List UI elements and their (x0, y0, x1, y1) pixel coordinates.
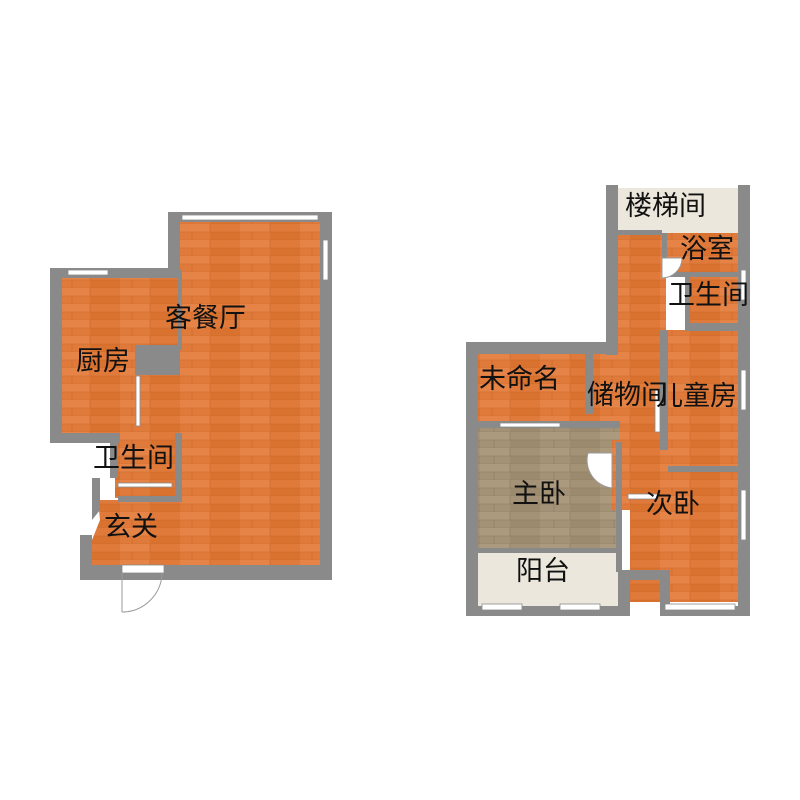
balcony-floor (478, 552, 618, 607)
label-balcony: 阳台 (516, 556, 570, 587)
entrance-door (121, 564, 165, 613)
living-dining-floor (180, 222, 320, 572)
bathroom-right-floor (685, 275, 738, 325)
stairwell-floor (618, 188, 738, 233)
left-unit (50, 212, 332, 613)
label-bath-room: 浴室 (680, 234, 734, 265)
label-storage: 储物间 (587, 380, 668, 411)
label-bathroom-right: 卫生间 (668, 280, 749, 311)
bathroom-door-gap (117, 482, 173, 488)
label-kitchen: 厨房 (76, 346, 130, 377)
right-unit (466, 185, 750, 616)
kids-room-floor (668, 330, 738, 470)
circulation-floor (618, 233, 666, 353)
entrance-floor (92, 500, 182, 565)
label-master-bedroom: 主卧 (512, 479, 566, 510)
label-unnamed: 未命名 (479, 364, 560, 395)
room-labels: 客餐厅 厨房 卫生间 玄关 楼梯间 浴室 卫生间 未命名 储物间 儿童房 主卧 … (76, 191, 749, 587)
right-windows (481, 269, 747, 611)
label-entrance: 玄关 (104, 512, 158, 543)
left-walls (50, 212, 332, 580)
master-bedroom-floor (478, 428, 620, 548)
left-windows (67, 214, 329, 281)
label-living-dining: 客餐厅 (165, 303, 246, 334)
right-doors (586, 257, 683, 500)
kitchen-door-gap (135, 375, 141, 427)
label-bathroom-left: 卫生间 (93, 443, 174, 474)
label-second-bedroom: 次卧 (646, 489, 700, 520)
label-stairwell: 楼梯间 (625, 191, 706, 222)
unnamed-floor (478, 352, 590, 424)
label-kids-room: 儿童房 (656, 381, 737, 412)
